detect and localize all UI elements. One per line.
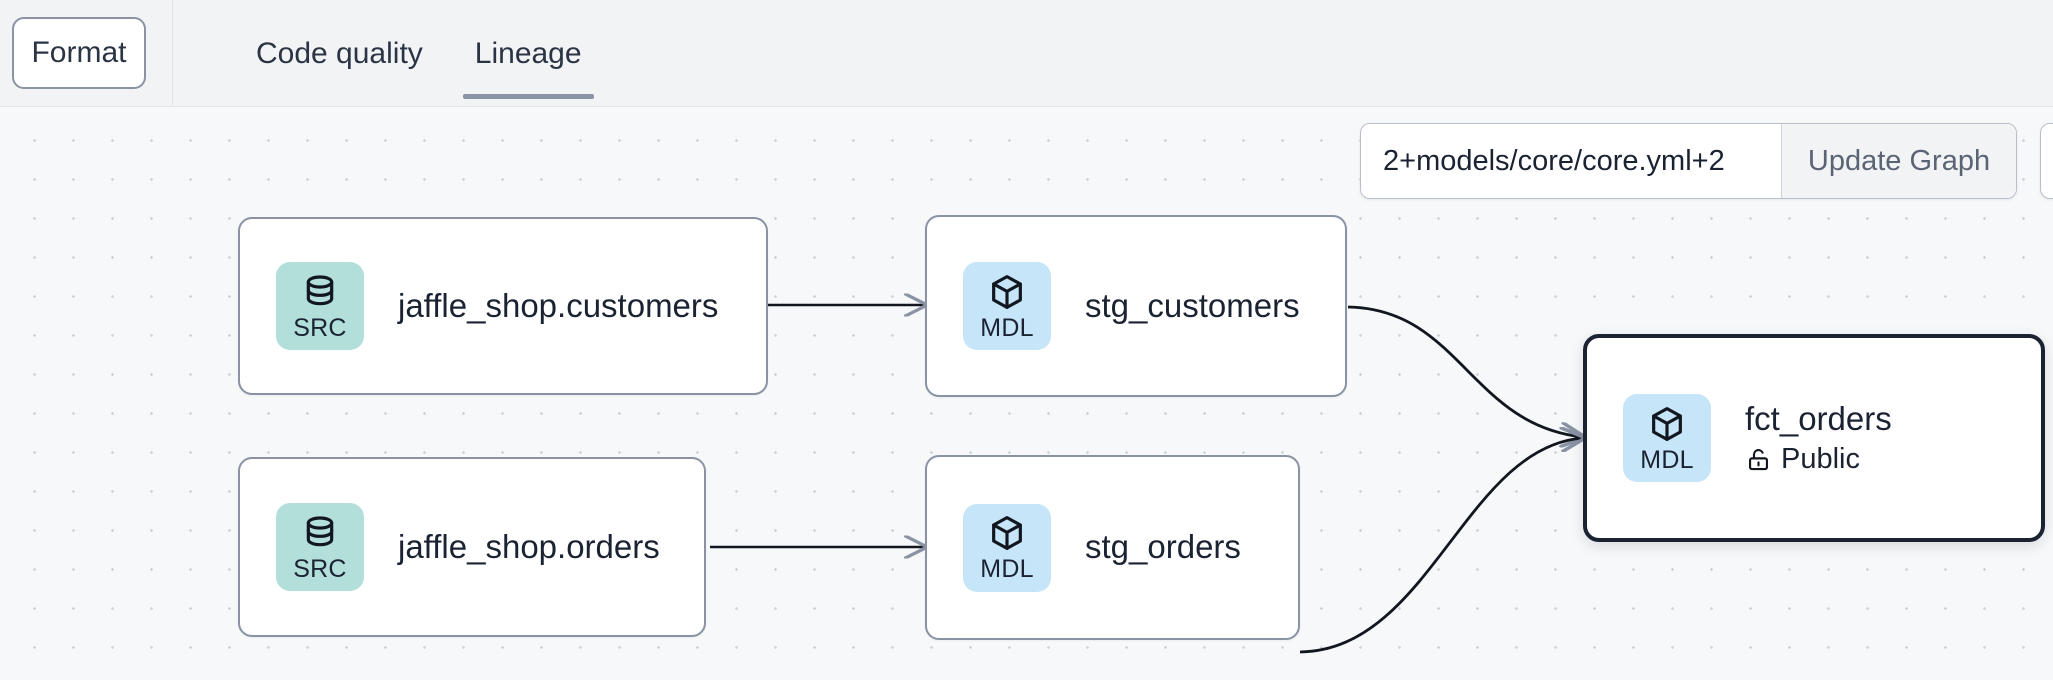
lineage-node-stg-orders[interactable]: MDL stg_orders [925, 455, 1300, 640]
node-body: jaffle_shop.orders [398, 528, 660, 567]
cube-icon [992, 516, 1022, 550]
source-badge: SRC [276, 503, 364, 591]
unlock-icon [1748, 449, 1769, 471]
tab-code-quality-label: Code quality [256, 36, 423, 70]
lineage-node-fct-orders[interactable]: MDL fct_orders Public [1583, 334, 2045, 542]
node-body: jaffle_shop.customers [398, 287, 718, 326]
model-badge: MDL [963, 503, 1051, 592]
node-title: stg_customers [1085, 286, 1300, 324]
cube-icon [992, 274, 1022, 309]
badge-type-label: MDL [980, 313, 1034, 342]
graph-selector-control: Update Graph [1360, 123, 2017, 199]
tab-bar: Code quality Lineage [230, 0, 608, 107]
edge-stg-customers-to-fct-orders [1347, 305, 1583, 437]
model-badge: MDL [1623, 394, 1711, 482]
badge-type-label: MDL [1640, 445, 1694, 474]
node-access-row: Public [1745, 443, 1892, 476]
lineage-edges [710, 107, 2053, 654]
lineage-canvas[interactable]: SRC jaffle_shop.customers MDL stg_custom… [0, 107, 2053, 680]
database-icon [306, 274, 334, 305]
tab-code-quality[interactable]: Code quality [230, 0, 449, 107]
top-toolbar: Format Code quality Lineage [0, 0, 2053, 107]
node-title: jaffle_shop.customers [398, 286, 719, 324]
model-badge: MDL [963, 262, 1051, 350]
lineage-node-jaffle-shop-orders[interactable]: SRC jaffle_shop.orders [238, 457, 706, 637]
cube-icon [1652, 406, 1682, 441]
offscreen-control-panel[interactable] [2040, 123, 2053, 199]
badge-type-label: SRC [293, 554, 347, 583]
source-badge: SRC [276, 262, 364, 350]
node-body: stg_customers [1085, 287, 1300, 326]
toolbar-divider [172, 0, 173, 107]
badge-type-label: MDL [980, 555, 1034, 583]
node-body: stg_orders [1085, 528, 1241, 567]
node-access-label: Public [1781, 442, 1860, 475]
dbt-selector-input[interactable] [1361, 124, 1781, 198]
badge-type-label: SRC [293, 313, 347, 342]
node-title: fct_orders [1745, 400, 1892, 438]
node-title: stg_orders [1085, 528, 1241, 566]
node-body: fct_orders Public [1745, 400, 1892, 476]
tab-lineage-label: Lineage [474, 36, 582, 70]
node-title: jaffle_shop.orders [398, 527, 660, 565]
format-button[interactable]: Format [12, 17, 146, 89]
tab-lineage[interactable]: Lineage [449, 0, 608, 107]
database-icon [306, 515, 334, 546]
lineage-node-jaffle-shop-customers[interactable]: SRC jaffle_shop.customers [238, 217, 768, 395]
lineage-node-stg-customers[interactable]: MDL stg_customers [925, 215, 1347, 397]
update-graph-button[interactable]: Update Graph [1781, 124, 2016, 198]
edge-stg-orders-to-fct-orders [1299, 438, 1583, 654]
